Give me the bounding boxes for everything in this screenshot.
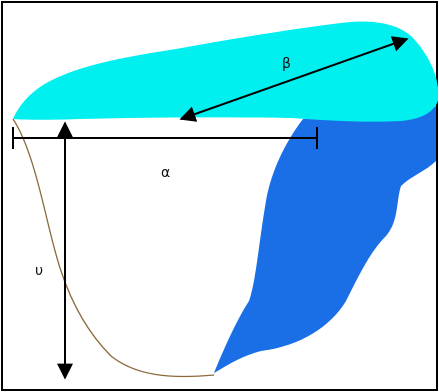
side-region bbox=[214, 106, 436, 373]
beta-label: β bbox=[282, 56, 291, 72]
alpha-label: α bbox=[161, 165, 170, 181]
cap-region bbox=[13, 21, 438, 122]
upsilon-label: υ bbox=[35, 263, 43, 279]
cavity-outline bbox=[12, 118, 215, 378]
beta-arrow bbox=[179, 36, 409, 122]
